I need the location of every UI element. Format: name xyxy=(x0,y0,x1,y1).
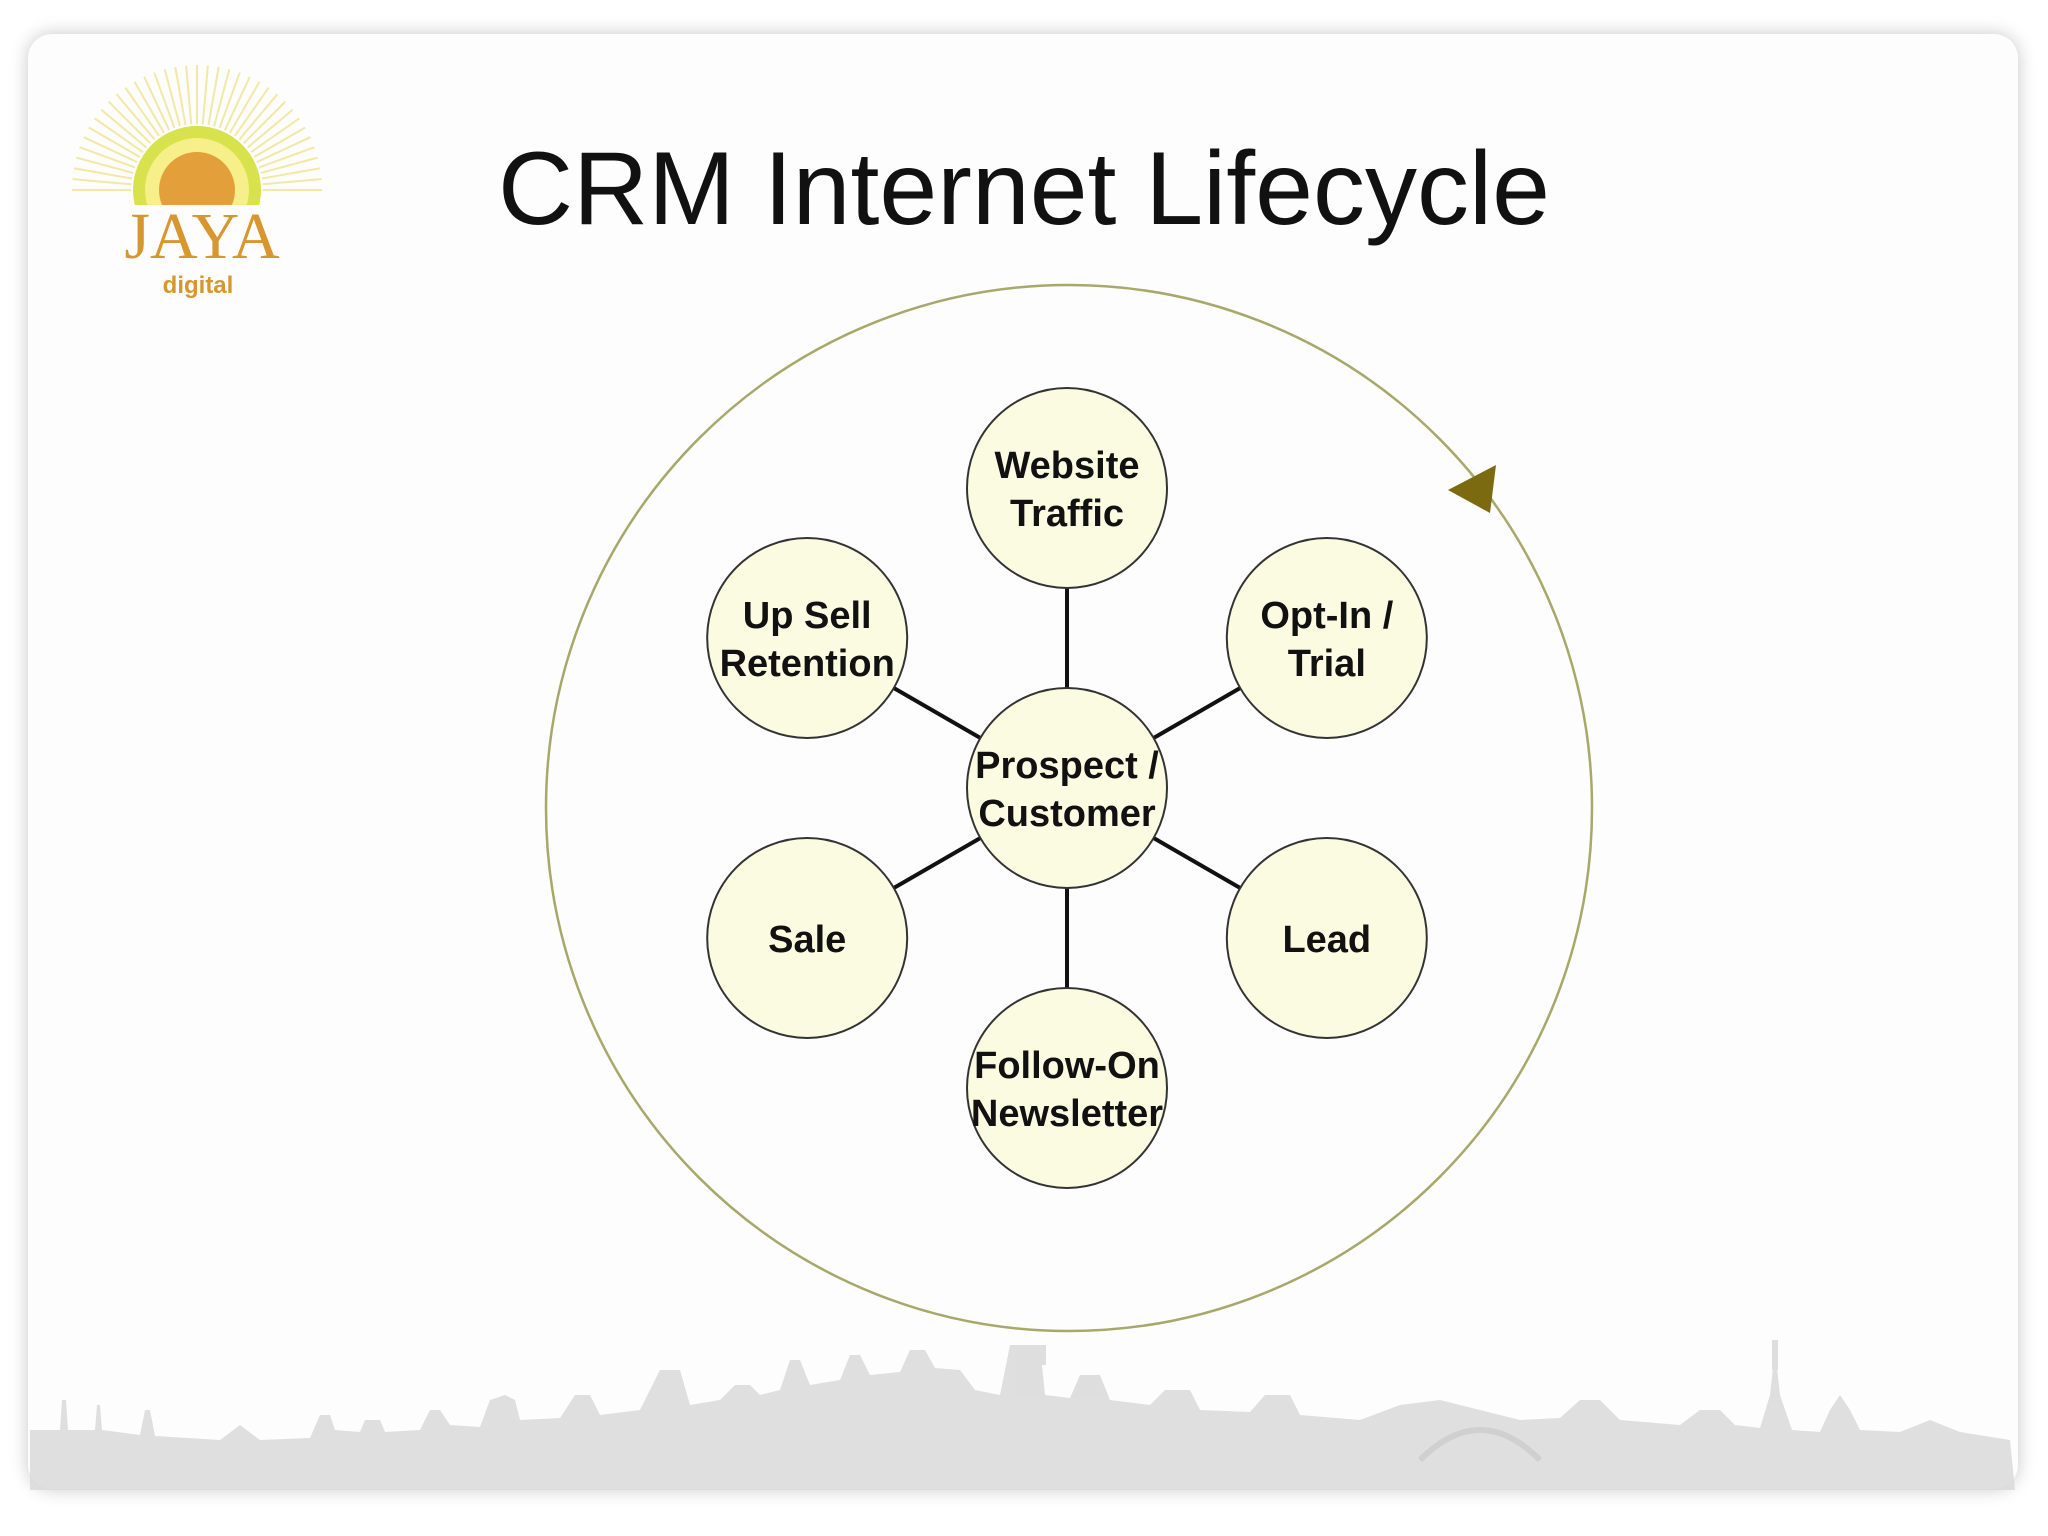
node-prospect-customer-circle xyxy=(967,688,1167,888)
node-follow-on-newsletter-label: Newsletter xyxy=(971,1093,1163,1135)
spoke-lead xyxy=(1154,838,1241,888)
node-website-traffic-circle xyxy=(967,388,1167,588)
node-sale-label: Sale xyxy=(768,919,846,961)
node-up-sell-retention-label: Retention xyxy=(720,643,895,685)
node-website-traffic-label: Traffic xyxy=(1010,493,1124,535)
node-opt-in-trial-label: Trial xyxy=(1288,643,1366,685)
node-prospect-customer-label: Customer xyxy=(978,793,1156,835)
node-opt-in-trial-circle xyxy=(1227,538,1427,738)
node-website-traffic-label: Website xyxy=(994,445,1139,487)
node-opt-in-trial: Opt-In / Trial xyxy=(1227,538,1427,738)
spoke-opt-in-trial xyxy=(1154,688,1241,738)
node-prospect-customer-label: Prospect / xyxy=(975,745,1159,787)
node-follow-on-newsletter-circle xyxy=(967,988,1167,1188)
node-lead-label: Lead xyxy=(1282,919,1371,961)
spoke-up-sell-retention xyxy=(894,688,981,738)
node-opt-in-trial-label: Opt-In / xyxy=(1260,595,1393,637)
node-prospect-customer: Prospect / Customer xyxy=(967,688,1167,888)
node-sale: Sale xyxy=(707,838,907,1038)
spoke-sale xyxy=(894,838,981,888)
node-up-sell-retention-label: Up Sell xyxy=(743,595,872,637)
cycle-direction-arrow-icon xyxy=(1448,465,1496,513)
node-lead: Lead xyxy=(1227,838,1427,1038)
node-up-sell-retention-circle xyxy=(707,538,907,738)
node-follow-on-newsletter-label: Follow-On xyxy=(974,1045,1160,1087)
